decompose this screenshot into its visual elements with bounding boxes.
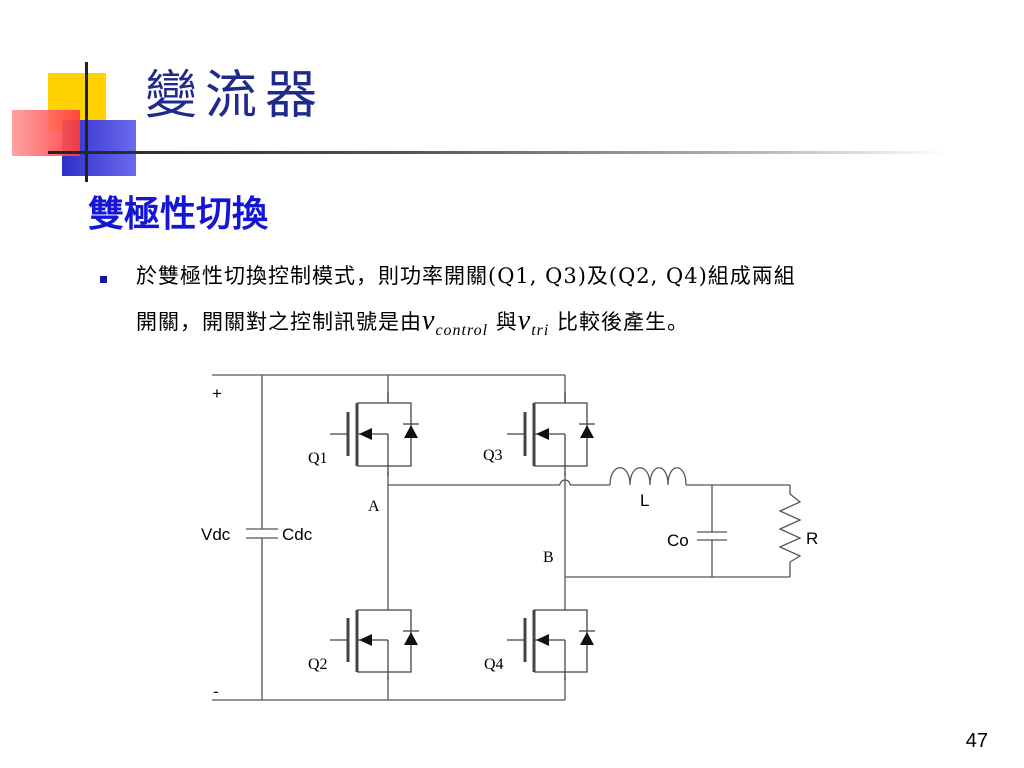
- deco-red-square: [12, 110, 80, 156]
- slide-subtitle: 雙極性切換: [88, 193, 269, 235]
- q2-diode: [404, 632, 418, 645]
- bullet-text-line-2-start: 開關，開關對之控制訊號是由: [136, 310, 422, 334]
- bullet-text-line-1: 於雙極性切換控制模式，則功率開關(Q1, Q3)及(Q2, Q4)組成兩組: [136, 264, 796, 288]
- slide-title: 變流器: [145, 66, 326, 126]
- bullet-marker: [100, 276, 107, 283]
- q3-diode: [580, 425, 594, 438]
- resistor-label: R: [806, 529, 818, 548]
- node-a-label: A: [368, 498, 380, 515]
- vdc-label: Vdc: [201, 525, 231, 544]
- co-label: Co: [667, 531, 689, 550]
- bullet-text-line-2: 開關，開關對之控制訊號是由vcontrol 與vtri 比較後產生。: [136, 305, 689, 339]
- deco-horizontal-rule: [48, 151, 948, 154]
- q3-mosfet: [507, 392, 595, 476]
- q2-arrow: [359, 634, 372, 646]
- connector-text: 與: [488, 310, 518, 334]
- node-b-label: B: [543, 549, 554, 566]
- minus-terminal-label: -: [213, 682, 219, 701]
- plus-terminal-label: +: [212, 384, 222, 403]
- q1-label: Q1: [308, 450, 328, 467]
- q4-label: Q4: [484, 656, 504, 673]
- q1-diode: [404, 425, 418, 438]
- q2-label: Q2: [308, 656, 328, 673]
- wire-crossover: [559, 479, 571, 486]
- inductor-label: L: [640, 491, 649, 510]
- v-tri-subscript: tri: [531, 322, 550, 339]
- v-tri-symbol: v: [517, 305, 532, 336]
- v-control-symbol: v: [422, 305, 436, 336]
- q1-mosfet: [330, 392, 419, 476]
- bullet-text-line-2-end: 比較後產生。: [549, 310, 689, 334]
- q2-mosfet: [330, 609, 419, 680]
- q4-diode: [580, 632, 594, 645]
- q4-arrow: [536, 634, 549, 646]
- q1-arrow: [359, 428, 372, 440]
- q3-arrow: [536, 428, 549, 440]
- page-number: 47: [965, 730, 988, 752]
- resistor-zigzag: [778, 493, 802, 563]
- cdc-label: Cdc: [282, 525, 313, 544]
- q3-label: Q3: [483, 447, 503, 464]
- deco-vertical-line: [85, 62, 88, 182]
- v-control-subscript: control: [435, 322, 489, 339]
- inductor-coil: [609, 467, 687, 486]
